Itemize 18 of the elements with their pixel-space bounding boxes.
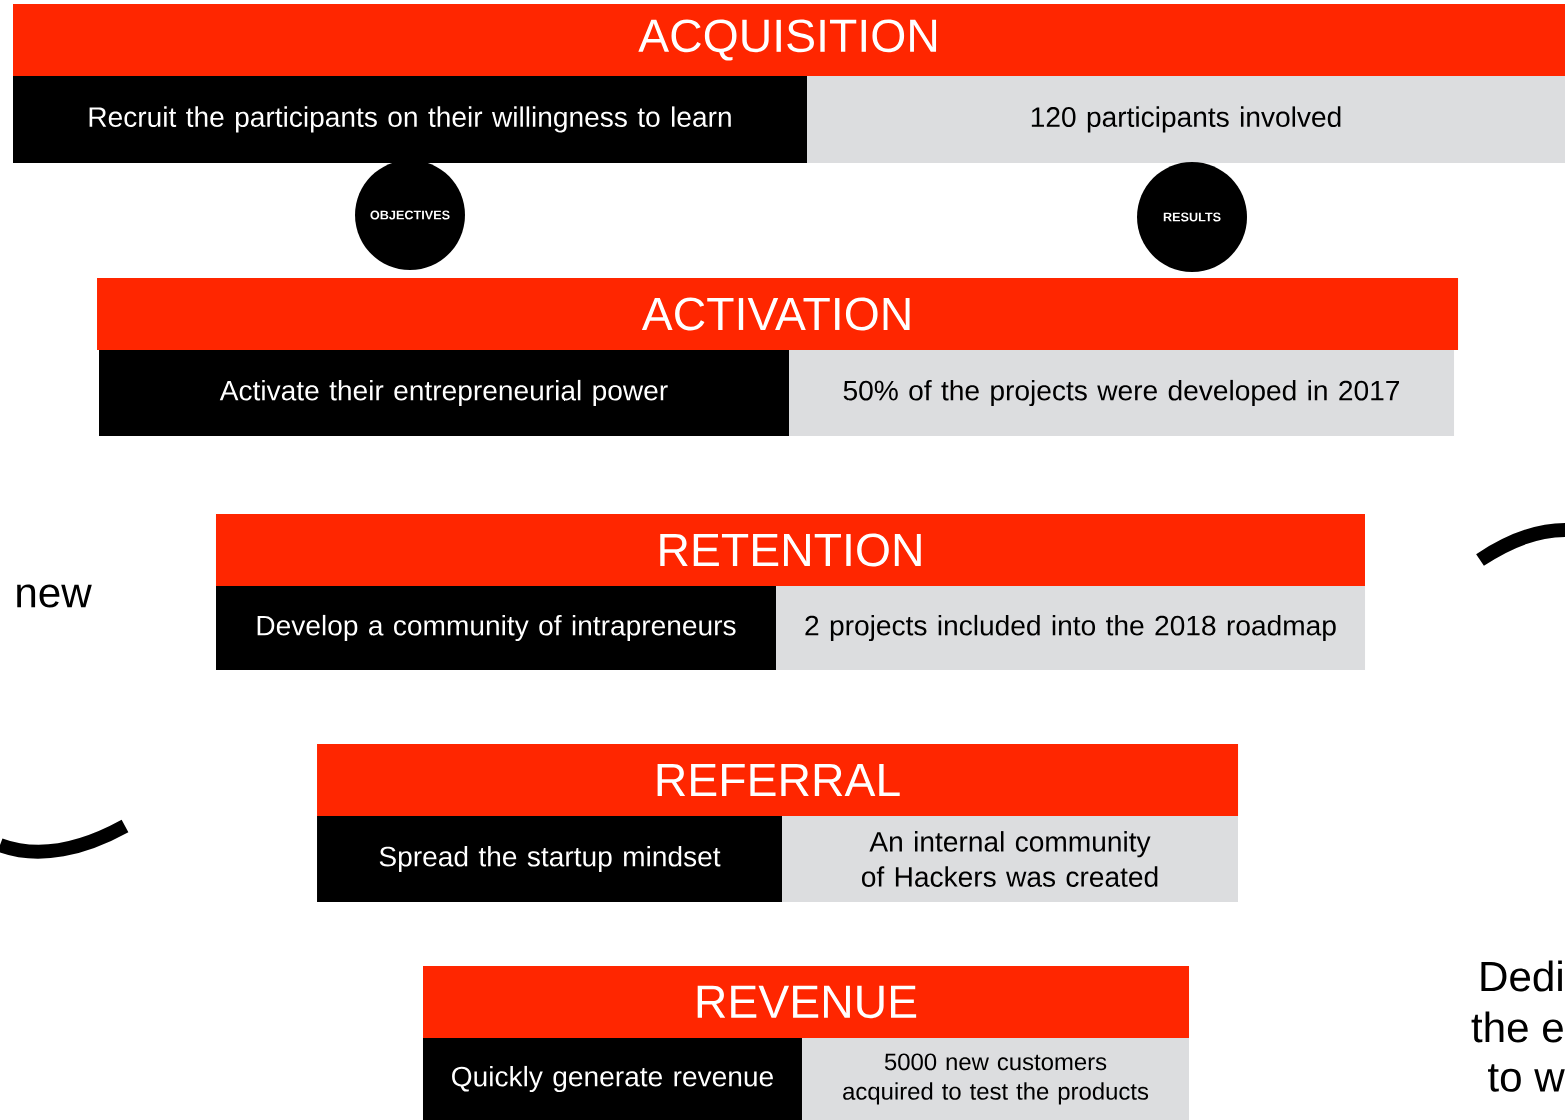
side-text: Dedi — [1481, 960, 1562, 992]
result-box: 5000 new customers acquired to test the products — [802, 1038, 1190, 1120]
objective-box: Quickly generate revenue — [423, 1038, 802, 1120]
side-text: new — [17, 584, 92, 608]
stage-header-bar: ACTIVATION — [97, 278, 1459, 350]
side-text: the e — [1471, 1011, 1563, 1043]
stage-header-bar: REFERRAL — [317, 744, 1239, 816]
objective-box: Develop a community of intrapreneurs — [216, 586, 776, 670]
stage-header-bar: ACQUISITION — [13, 4, 1565, 76]
stage-header-bar: REVENUE — [423, 966, 1189, 1038]
stage-header-bar: RETENTION — [216, 514, 1365, 586]
result-box: An internal community of Hackers was created — [782, 816, 1238, 902]
result-box: 50% of the projects were developed in 2017 — [789, 350, 1455, 436]
result-box: 120 participants involved — [807, 75, 1565, 163]
objective-box: Activate their entrepreneurial power — [99, 350, 789, 436]
objective-box: Spread the startup mindset — [317, 816, 783, 902]
side-text: to w — [1488, 1064, 1565, 1092]
result-box: 2 projects included into the 2018 roadmap — [776, 586, 1366, 670]
